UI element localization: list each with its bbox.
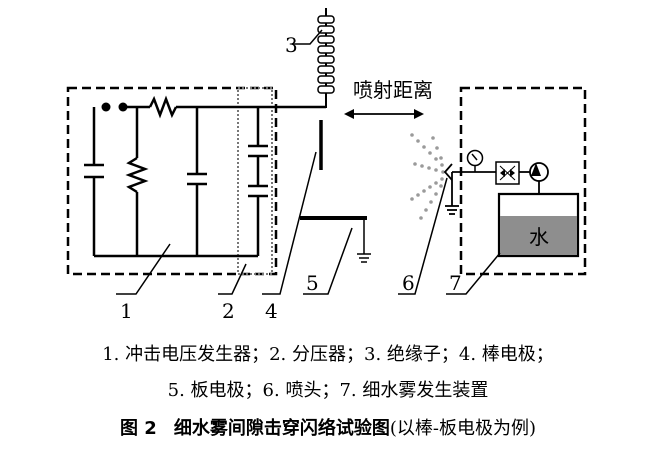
figure-title: 细水雾间隙击穿闪络试验图 (173, 418, 390, 439)
spray-nozzle (443, 163, 496, 215)
voltage-divider-box (237, 87, 273, 275)
pump-icon (519, 162, 549, 182)
spray-mist (410, 133, 445, 220)
marker-1: 1 (120, 299, 133, 323)
impulse-generator-box (66, 86, 278, 276)
flow-valve-icon (495, 161, 520, 185)
legend-line-2: 5. 板电极；6. 喷头；7. 细水雾发生装置 (167, 380, 489, 401)
spark-gap-ball-right (118, 102, 128, 112)
water-label: 水 (529, 225, 549, 249)
insulator-icon (317, 8, 335, 108)
spark-gap-ball-left (101, 102, 111, 112)
marker-3: 3 (285, 33, 298, 57)
leader-lines (116, 29, 501, 295)
pressure-gauge-icon (466, 149, 484, 172)
test-setup-diagram: 喷射距离 水 (66, 8, 587, 323)
figure-number: 图 2 (119, 418, 157, 439)
legend-line-1: 1. 冲击电压发生器；2. 分压器；3. 绝缘子；4. 棒电极； (102, 344, 554, 365)
mist-generator-box (459, 86, 587, 276)
marker-2: 2 (222, 299, 235, 323)
figure-caption: 图 2 细水雾间隙击穿闪络试验图(以棒-板电极为例) (0, 414, 656, 440)
marker-6: 6 (402, 271, 415, 295)
generator-circuit (84, 95, 326, 258)
spray-distance-arrow (344, 109, 424, 119)
figure-note: (以棒-板电极为例) (389, 418, 537, 439)
marker-7: 7 (449, 271, 462, 295)
water-tank (497, 192, 580, 258)
ground-icon (357, 218, 371, 263)
marker-4: 4 (265, 299, 278, 323)
spray-distance-label: 喷射距离 (353, 78, 433, 102)
marker-5: 5 (306, 271, 319, 295)
